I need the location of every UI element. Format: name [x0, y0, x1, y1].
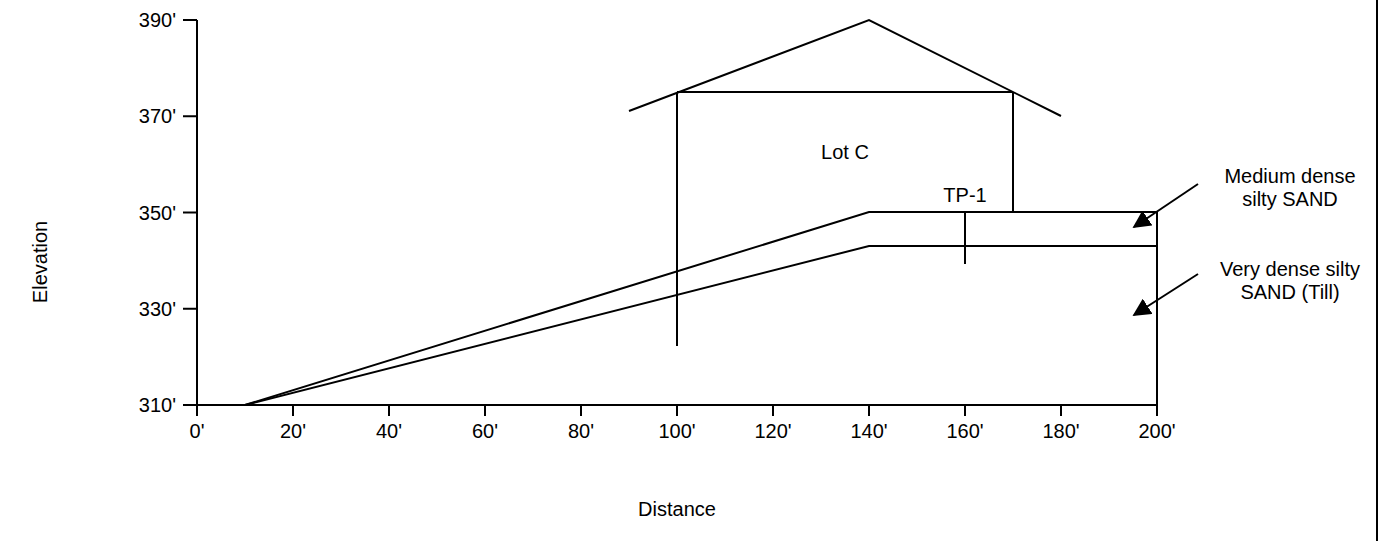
layer-label: Medium dense silty SAND	[1215, 165, 1365, 211]
house-lot: Lot C	[677, 92, 1013, 212]
house-wall	[1012, 92, 1014, 212]
axis-value: 140'	[850, 420, 887, 443]
axis-value: 0'	[190, 420, 205, 443]
axis-tick	[868, 405, 870, 416]
axis-value: 330'	[139, 297, 176, 320]
frame-edge	[1376, 0, 1378, 541]
axis-value: 80'	[568, 420, 594, 443]
axis-tick	[183, 404, 197, 406]
axis-tick	[1156, 405, 1158, 416]
house-roof	[629, 20, 1061, 116]
axis-title: Distance	[638, 498, 716, 521]
axis-tick	[772, 405, 774, 416]
axis-tick	[964, 405, 966, 416]
ground-surface	[245, 212, 1157, 405]
axis-tick	[183, 19, 197, 21]
axis-value: 390'	[139, 9, 176, 32]
axis-ticks	[183, 20, 1157, 416]
axis-tick	[292, 405, 294, 416]
axis-value: 160'	[946, 420, 983, 443]
leader-line	[1134, 274, 1198, 315]
till-contact	[245, 246, 1157, 405]
axis-tick	[196, 405, 198, 416]
axis-value: 200'	[1138, 420, 1175, 443]
axis-tick	[676, 405, 678, 416]
axis-tick	[580, 405, 582, 416]
leader-line	[1134, 184, 1198, 227]
test-pit-label: TP-1	[943, 184, 986, 207]
axis-tick	[183, 115, 197, 117]
house-eave	[677, 91, 1013, 93]
axis-tick	[183, 308, 197, 310]
axis-value: 310'	[139, 394, 176, 417]
axis-tick	[1060, 405, 1062, 416]
axis-tick	[183, 212, 197, 214]
axis-value: 100'	[658, 420, 695, 443]
lot-label: Lot C	[821, 141, 869, 164]
house-wall	[676, 92, 678, 346]
layer-label: Very dense silty SAND (Till)	[1215, 258, 1365, 304]
axis-tick	[388, 405, 390, 416]
axis-value: 180'	[1042, 420, 1079, 443]
test-pit	[964, 212, 966, 264]
axis-value: 60'	[472, 420, 498, 443]
axis-value: 20'	[280, 420, 306, 443]
axis-value: 120'	[754, 420, 791, 443]
axis-value: 370'	[139, 105, 176, 128]
axis-tick	[484, 405, 486, 416]
axis-title: Elevation	[29, 221, 52, 303]
axis-value: 350'	[139, 201, 176, 224]
axis-value: 40'	[376, 420, 402, 443]
